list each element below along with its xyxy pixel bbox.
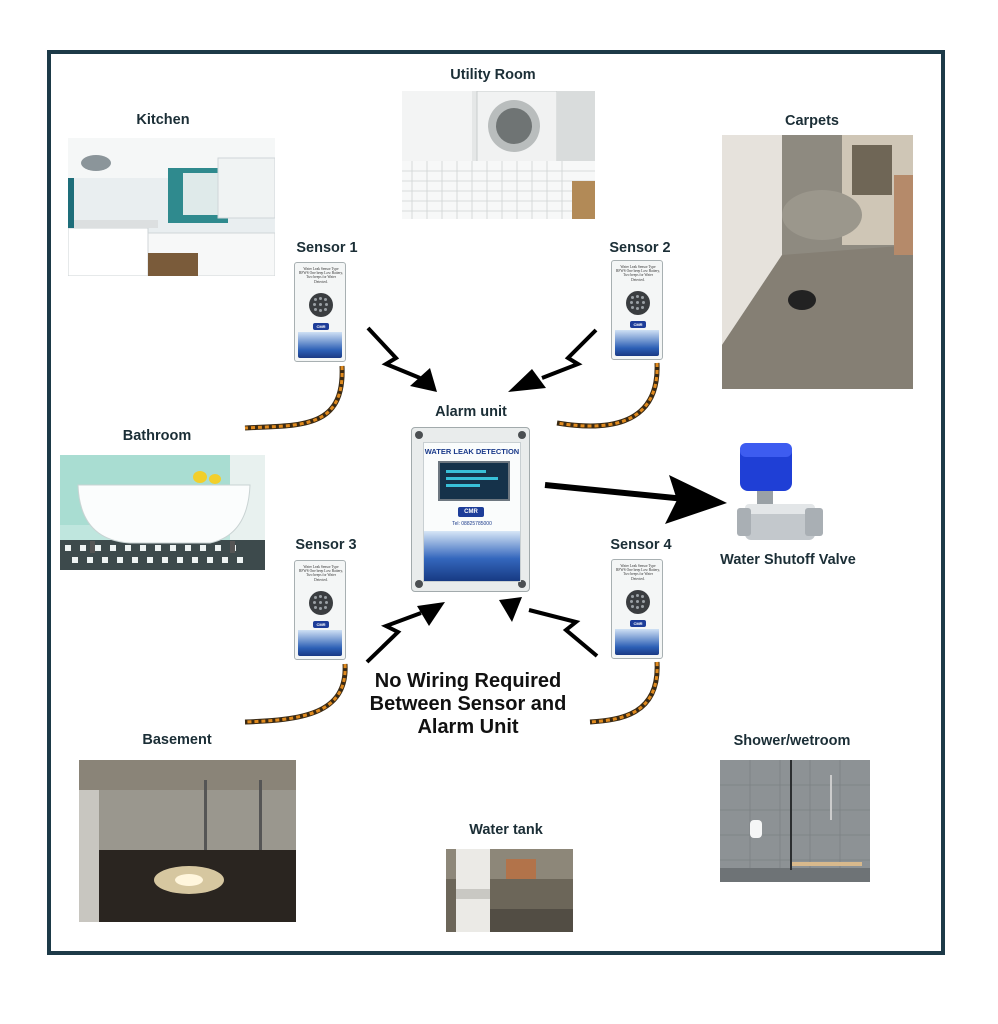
no-wiring-message-line-1: No Wiring Required [370, 670, 567, 693]
no-wiring-message: No Wiring Required Between Sensor and Al… [370, 670, 567, 739]
no-wiring-message-line-3: Alarm Unit [370, 716, 567, 739]
no-wiring-message-line-2: Between Sensor and [370, 693, 567, 716]
